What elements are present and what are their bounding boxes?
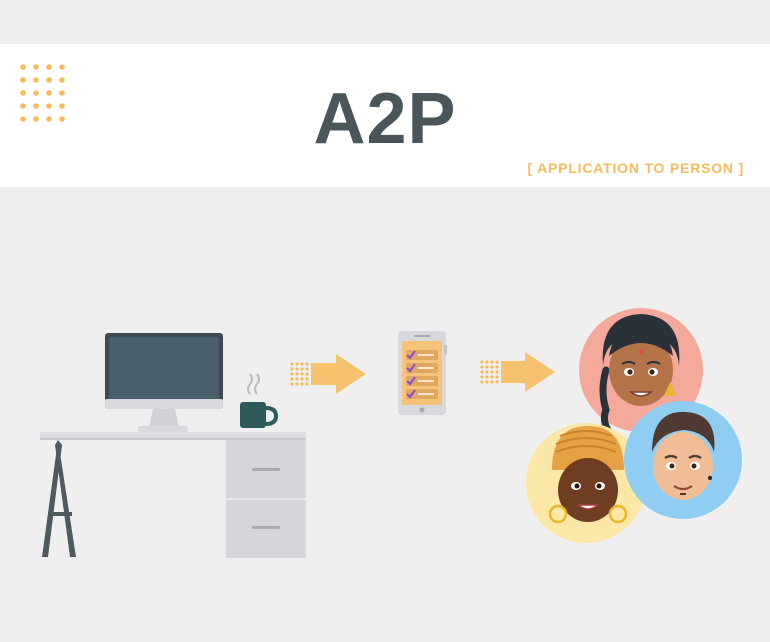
monitor-icon (105, 333, 223, 432)
arrow-right-icon (480, 352, 555, 392)
coffee-mug-icon (240, 374, 276, 428)
arrow-right-icon (290, 354, 366, 394)
person-avatar-icon (624, 401, 742, 519)
smartphone-icon (398, 331, 447, 415)
desk-icon (40, 432, 306, 558)
